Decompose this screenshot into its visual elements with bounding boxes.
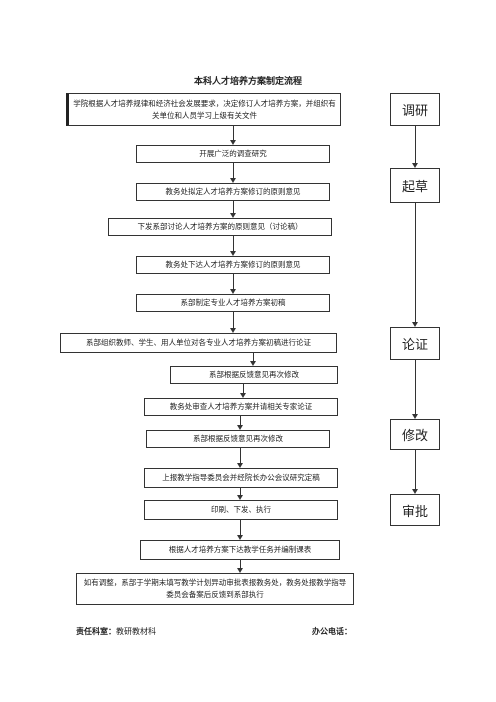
step-8-text: 系部根据反馈意见再次修改 bbox=[209, 370, 299, 380]
stage-connector-line bbox=[415, 450, 416, 489]
arrow-down-icon bbox=[240, 393, 246, 398]
connector-line bbox=[240, 520, 241, 535]
stage-label: 修改 bbox=[401, 429, 428, 444]
arrow-down-icon bbox=[237, 463, 243, 468]
connector-line bbox=[233, 274, 234, 289]
stage-label: 调研 bbox=[401, 104, 428, 119]
step-9-text: 教务处审查人才培养方案并请相关专家论证 bbox=[169, 402, 313, 412]
stage-review-box: 论证 bbox=[390, 327, 440, 360]
step-3-box: 教务处拟定人才培养方案修订的原则意见 bbox=[136, 183, 330, 201]
step-10-box: 系部根据反馈意见再次修改 bbox=[146, 430, 330, 448]
step-5-box: 教务处下达人才培养方案修订的原则意见 bbox=[136, 256, 330, 274]
arrow-down-icon bbox=[237, 568, 243, 573]
connector-line bbox=[233, 126, 234, 140]
step-14-text: 如有调整，系部于学期末填写教学计划异动审批表报教务处，教务处报教学指导委员会备案… bbox=[83, 578, 347, 599]
arrow-down-icon bbox=[230, 251, 236, 256]
page-title: 本科人才培养方案制定流程 bbox=[193, 77, 302, 87]
connector-line bbox=[240, 560, 241, 568]
step-5-text: 教务处下达人才培养方案修订的原则意见 bbox=[165, 260, 301, 270]
arrow-down-icon bbox=[230, 178, 236, 183]
arrow-down-icon bbox=[230, 213, 236, 218]
stage-connector-line bbox=[415, 203, 416, 322]
step-2-box: 开展广泛的调查研究 bbox=[136, 145, 330, 163]
dept-value: 教研教材科 bbox=[116, 627, 156, 636]
step-6-box: 系部制定专业人才培养方案初稿 bbox=[136, 294, 330, 312]
stage-draft-box: 起草 bbox=[390, 168, 440, 203]
arrow-down-icon bbox=[230, 328, 236, 333]
stage-research-box: 调研 bbox=[390, 93, 440, 126]
arrow-down-icon bbox=[230, 140, 236, 145]
step-7-box: 系部组织教师、学生、用人单位对各专业人才培养方案初稿进行论证 bbox=[60, 333, 337, 353]
step-13-text: 根据人才培养方案下达教学任务并编制课表 bbox=[168, 545, 312, 555]
connector-line bbox=[243, 384, 244, 393]
office-phone: 办公电话： bbox=[312, 626, 352, 637]
step-4-box: 下发系部讨论人才培养方案的原则意见（讨论稿） bbox=[108, 218, 332, 236]
connector-line bbox=[240, 416, 241, 425]
step-3-text: 教务处拟定人才培养方案修订的原则意见 bbox=[165, 187, 301, 197]
stage-connector-line bbox=[415, 126, 416, 163]
step-11-box: 上报教学指导委员会并经院长办公会议研究定稿 bbox=[144, 468, 338, 488]
step-12-text: 印刷、下发、执行 bbox=[211, 505, 271, 515]
responsible-dept: 责任科室：教研教材科 bbox=[76, 626, 156, 637]
step-13-box: 根据人才培养方案下达教学任务并编制课表 bbox=[140, 540, 340, 560]
phone-label: 办公电话： bbox=[312, 627, 352, 636]
step-1-box: 学院根据人才培养规律和经济社会发展要求，决定修订人才培养方案，并组织有关单位和人… bbox=[66, 93, 341, 126]
arrow-down-icon bbox=[412, 414, 418, 419]
step-7-text: 系部组织教师、学生、用人单位对各专业人才培养方案初稿进行论证 bbox=[86, 338, 311, 348]
connector-line bbox=[233, 236, 234, 251]
arrow-down-icon bbox=[237, 495, 243, 500]
step-10-text: 系部根据反馈意见再次修改 bbox=[193, 434, 283, 444]
stage-revise-box: 修改 bbox=[390, 419, 440, 450]
step-2-text: 开展广泛的调查研究 bbox=[199, 149, 267, 159]
step-11-text: 上报教学指导委员会并经院长办公会议研究定稿 bbox=[162, 473, 320, 483]
step-12-box: 印刷、下发、执行 bbox=[144, 500, 338, 520]
arrow-down-icon bbox=[412, 163, 418, 168]
step-4-text: 下发系部讨论人才培养方案的原则意见（讨论稿） bbox=[137, 222, 303, 232]
stage-connector-line bbox=[415, 360, 416, 414]
stage-label: 起草 bbox=[401, 180, 428, 195]
step-6-text: 系部制定专业人才培养方案初稿 bbox=[180, 298, 286, 308]
stage-label: 论证 bbox=[401, 338, 428, 353]
arrow-down-icon bbox=[237, 535, 243, 540]
connector-line bbox=[240, 488, 241, 495]
connector-line bbox=[233, 163, 234, 178]
arrow-down-icon bbox=[412, 489, 418, 494]
dept-label: 责任科室： bbox=[76, 627, 116, 636]
stage-label: 审批 bbox=[401, 504, 428, 520]
step-1-text: 学院根据人才培养规律和经济社会发展要求，决定修订人才培养方案，并组织有关单位和人… bbox=[73, 98, 336, 120]
arrow-down-icon bbox=[230, 289, 236, 294]
connector-line bbox=[240, 448, 241, 463]
arrow-down-icon bbox=[237, 425, 243, 430]
connector-line bbox=[233, 201, 234, 213]
step-14-box: 如有调整，系部于学期末填写教学计划异动审批表报教务处，教务处报教学指导委员会备案… bbox=[76, 573, 354, 605]
connector-line bbox=[233, 312, 234, 328]
arrow-down-icon bbox=[250, 361, 256, 366]
connector-line bbox=[253, 353, 254, 361]
step-8-box: 系部根据反馈意见再次修改 bbox=[170, 366, 338, 384]
arrow-down-icon bbox=[412, 322, 418, 327]
step-9-box: 教务处审查人才培养方案并请相关专家论证 bbox=[144, 398, 338, 416]
stage-approve-box: 审批 bbox=[390, 494, 440, 526]
